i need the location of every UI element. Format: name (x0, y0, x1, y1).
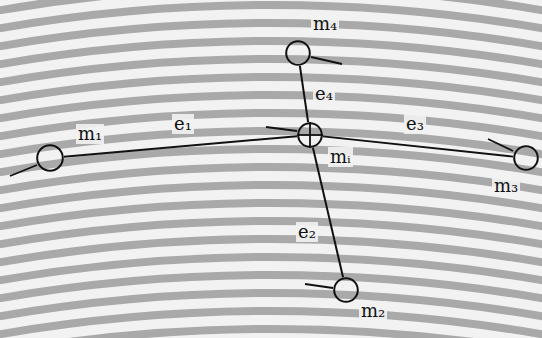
minutia-label: m₁ (76, 124, 104, 144)
minutia-circle: m₃ (513, 145, 539, 171)
circle-outline (514, 146, 538, 170)
minutia-circle: mᵢ (297, 122, 323, 148)
direction-tick (488, 139, 513, 151)
edge-label: e₄ (313, 84, 335, 104)
minutia-circle: m₄ (285, 40, 311, 66)
circle-outline (297, 122, 323, 148)
edge-line (313, 148, 343, 278)
edge-label: e₁ (172, 114, 194, 134)
circle-outline (37, 145, 63, 171)
circle-outline (36, 144, 64, 172)
circle-outline (513, 145, 539, 171)
circle-outline (334, 278, 358, 302)
minutia-circle: m₁ (36, 144, 64, 172)
minutia-label: mᵢ (328, 147, 353, 167)
circle-outline (285, 40, 311, 66)
edge-line (300, 66, 308, 122)
circle-outline (286, 41, 310, 65)
edge-label: e₂ (296, 222, 318, 242)
minutia-label: m₃ (492, 176, 520, 196)
circle-outline (333, 277, 359, 303)
direction-tick (311, 57, 342, 64)
minutia-circle: m₂ (333, 277, 359, 303)
minutia-direction-ticks (10, 57, 513, 288)
direction-tick (10, 165, 37, 176)
circle-outline (298, 123, 322, 147)
center-crosshair (309, 122, 311, 148)
direction-tick (305, 284, 333, 288)
minutia-label: m₂ (359, 301, 387, 321)
minutia-label: m₄ (311, 14, 339, 34)
edge-label: e₃ (404, 114, 426, 134)
direction-tick (266, 127, 297, 131)
